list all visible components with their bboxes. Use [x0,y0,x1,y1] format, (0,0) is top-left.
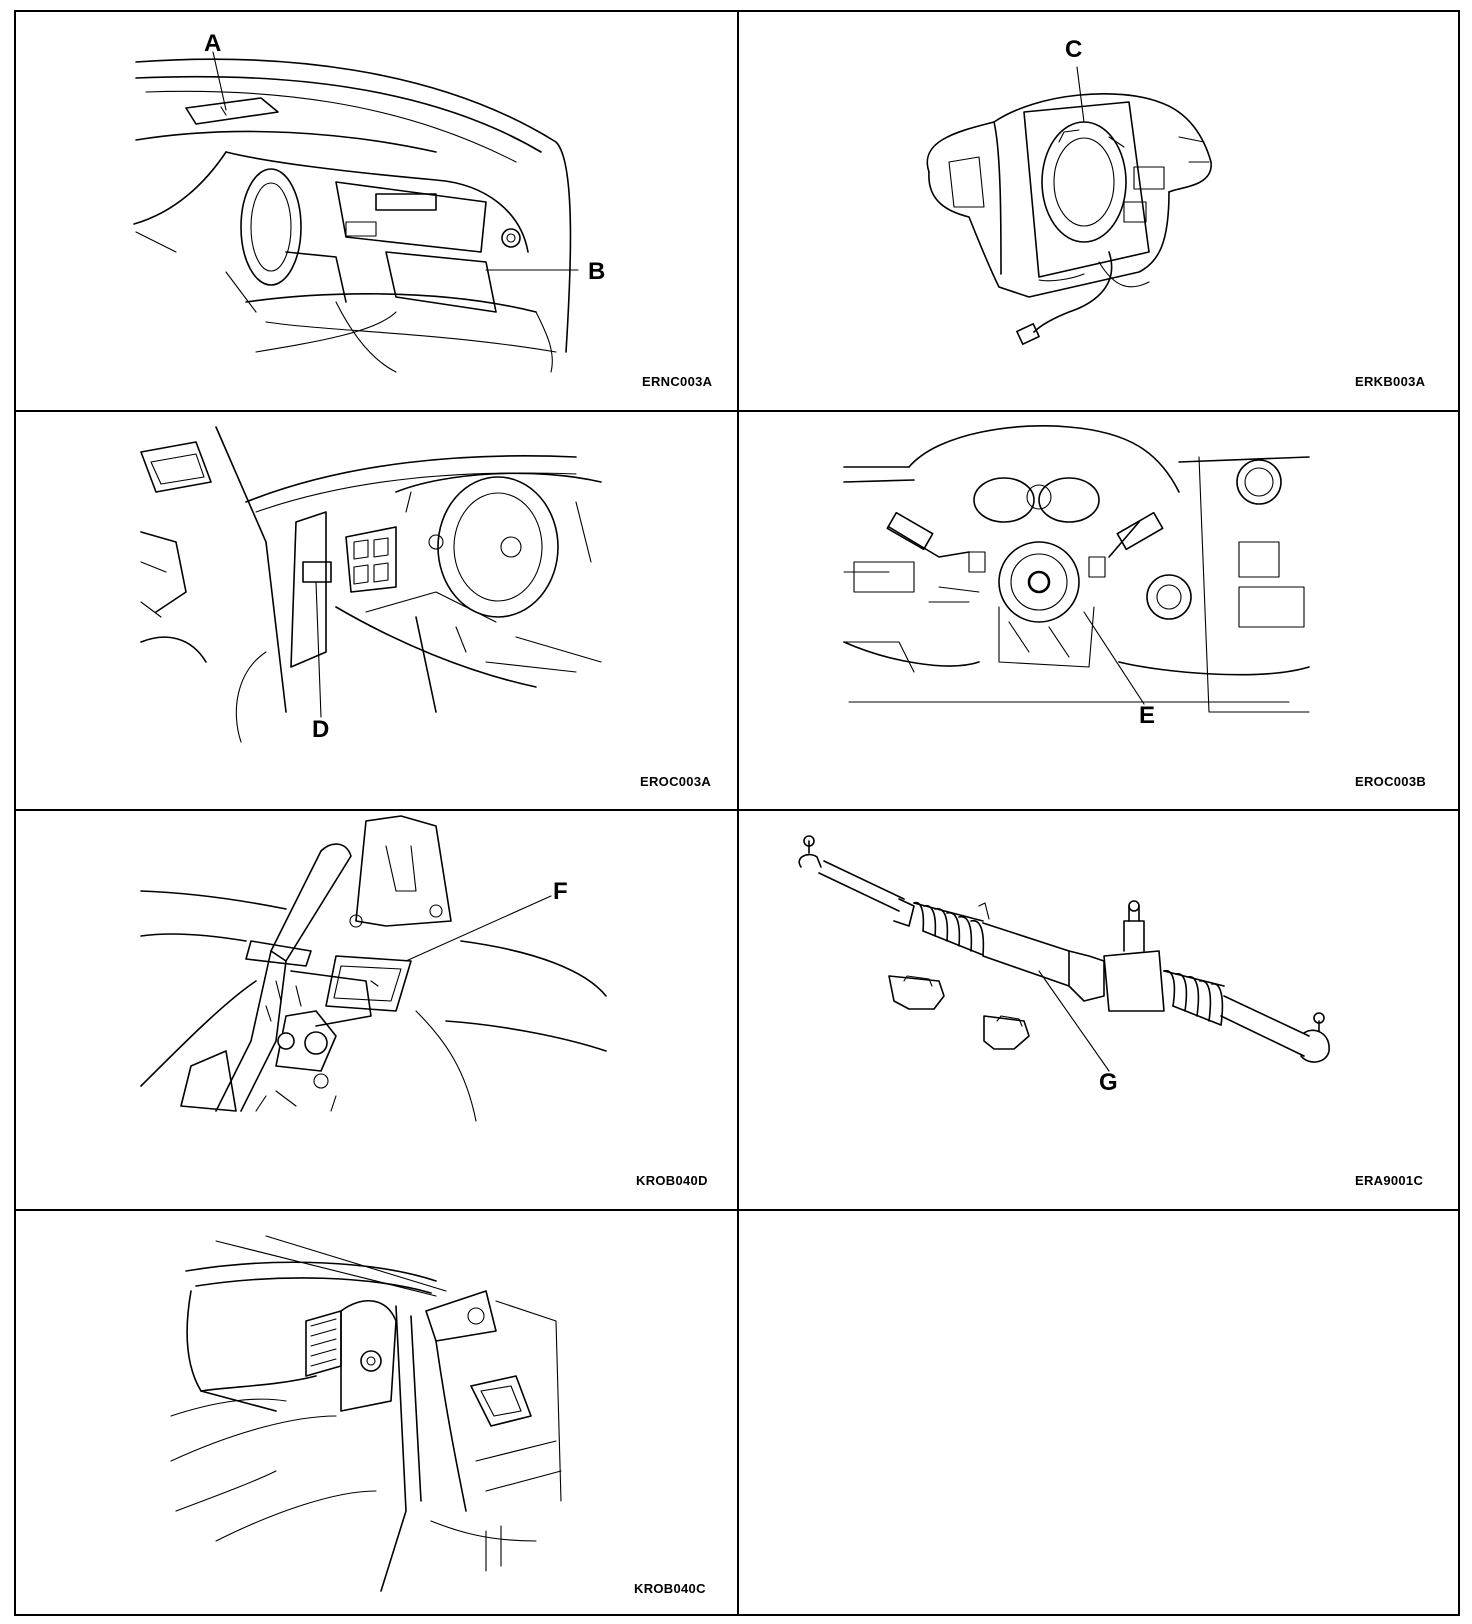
figure-code: ERA9001C [1355,1173,1424,1188]
callout-a: A [204,30,222,57]
grid-divider-vertical [737,12,739,1614]
figure-code: EROC003A [640,774,712,789]
callout-b: B [588,258,606,285]
panel-center-console: F KROB040D [16,811,737,1209]
steering-column-illustration [843,425,1310,713]
callout-g: G [1099,1069,1118,1096]
panel-empty [739,1211,1460,1616]
airbag-module-illustration [926,66,1212,345]
grid-divider-row-1 [16,410,1458,412]
dashboard-illustration [133,51,579,373]
callout-f: F [553,878,568,905]
grid-divider-row-3 [16,1209,1458,1211]
panel-cabin-switch: D EROC003A [16,412,737,809]
figure-code: KROB040D [636,1173,708,1188]
passenger-dashboard-illustration [170,1235,562,1592]
callout-c: C [1065,36,1083,63]
figure-code: KROB040C [634,1581,706,1596]
callout-d: D [312,716,330,743]
left-boot [913,901,985,956]
callout-e: E [1139,702,1156,729]
panel-passenger-dashboard: KROB040C [16,1211,737,1616]
diagram-sheet: A B ERNC003A C ERKB003A [14,10,1460,1616]
center-console-illustration [140,815,607,1122]
right-boot [1163,970,1225,1026]
panel-steering-column: E EROC003B [739,412,1460,809]
panel-dashboard-interior: A B ERNC003A [16,12,737,410]
steering-gear-illustration [798,835,1330,1072]
panel-steering-gear: G ERA9001C [739,811,1460,1209]
figure-code: EROC003B [1355,774,1427,789]
figure-code: ERNC003A [642,374,713,389]
figure-code: ERKB003A [1355,374,1426,389]
panel-airbag-module: C ERKB003A [739,12,1460,410]
cabin-switch-illustration [140,426,602,743]
grid-divider-row-2 [16,809,1458,811]
